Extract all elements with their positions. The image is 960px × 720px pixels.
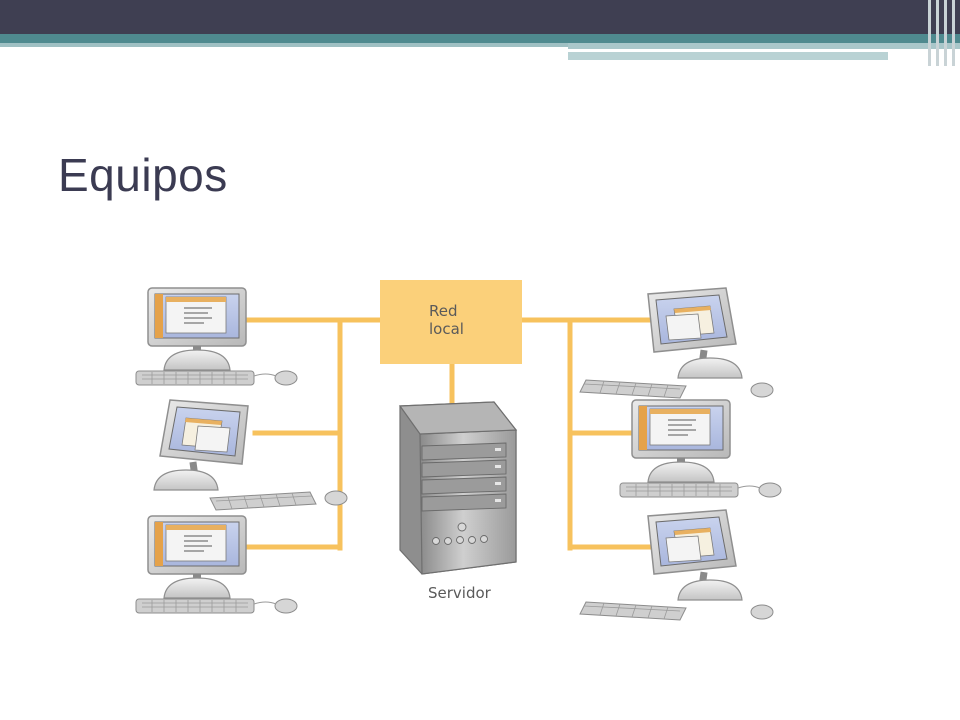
computer-icon-left-middle [153,399,348,511]
network-links [245,317,653,551]
hub-label-line1: Red [429,302,458,320]
computer-icon-left-bottom [135,515,298,614]
computer-icon-right-bottom [579,509,774,621]
server-label: Servidor [428,584,492,602]
header-accent-tab [568,43,960,65]
computer-icon-left-top [135,287,298,386]
header-accent-stripe [0,34,960,43]
computer-icon-right-top [579,287,774,399]
hub-label-line2: local [429,320,464,338]
computer-icon-right-middle [619,399,782,498]
header-accent-stripe-light [0,43,568,47]
local-network-hub [380,280,522,364]
header-right-ornament [924,0,960,66]
slide-title: Equipos [58,149,228,201]
server-icon [398,401,518,575]
header-bar [0,0,960,34]
